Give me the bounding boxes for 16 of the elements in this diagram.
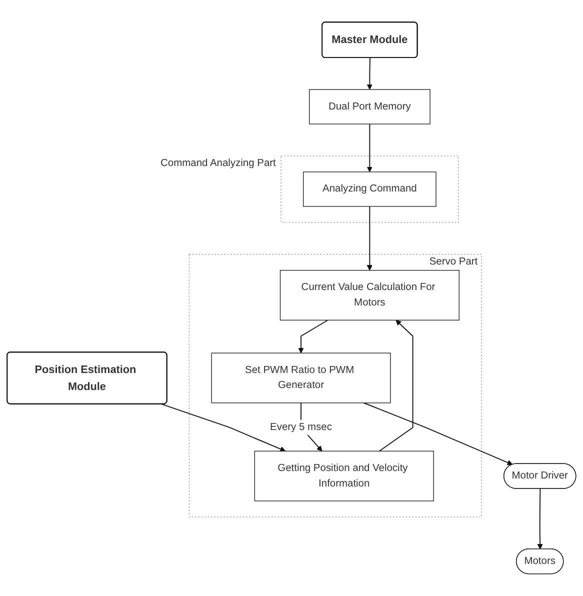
node-box: Analyzing Command (303, 172, 436, 207)
arrow (366, 57, 372, 90)
arrow (363, 402, 513, 466)
arrow (537, 488, 543, 550)
node-box: Getting Position and Velocity Information (254, 450, 434, 502)
arrow (161, 404, 286, 452)
edge-label: Every 5 msec (270, 422, 332, 433)
node-box: Dual Port Memory (309, 89, 430, 124)
cluster (280, 156, 459, 223)
arrow (366, 206, 372, 271)
node-box: Current Value Calculation For Motors (280, 270, 460, 321)
node-box: Set PWM Ratio to PWM Generator (211, 352, 391, 404)
node-label: Command Analyzing Part (160, 158, 276, 169)
arrow (298, 320, 328, 354)
arrow (366, 124, 372, 172)
arrow (378, 320, 414, 452)
